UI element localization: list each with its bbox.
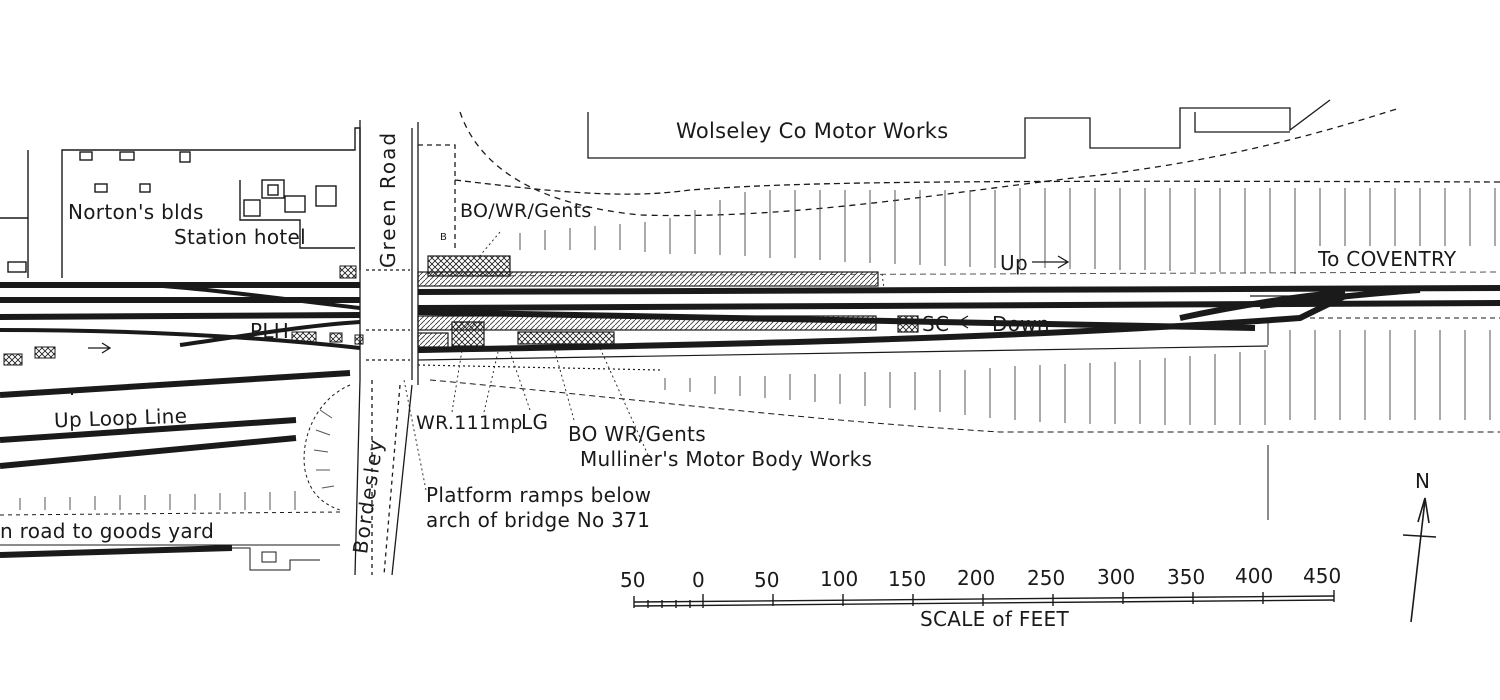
scale-tick-label: 300	[1097, 565, 1136, 589]
station-hotel-label: Station hotel	[174, 225, 306, 249]
junction-curves	[0, 283, 361, 395]
to-coventry-label: To COVENTRY	[1318, 247, 1457, 271]
plh-label: PLH	[250, 319, 290, 343]
platforms	[417, 255, 919, 348]
scale-tick-label: 50	[754, 568, 780, 592]
signal-boxes-west	[3, 265, 364, 366]
south-embankment	[429, 317, 1500, 520]
north-embankment	[429, 188, 1500, 277]
scale-caption: SCALE of FEET	[920, 607, 1070, 631]
scale-tick-label: 400	[1235, 564, 1274, 588]
thin-rails	[417, 295, 1330, 371]
platform-ramps-label-line2: arch of bridge No 371	[426, 508, 651, 532]
scale-bar	[633, 590, 1335, 608]
down-line-label: Down	[992, 312, 1050, 336]
up-loop-line-label: Up Loop Line	[53, 403, 188, 433]
scale-tick-label: 450	[1303, 564, 1342, 588]
scale-tick-label: 150	[888, 567, 927, 591]
scale-tick-label: 0	[692, 568, 705, 592]
leader-lines	[403, 231, 885, 491]
platform-ramps-label-line1: Platform ramps below	[426, 483, 652, 507]
bo-wr-gents-up-label: BO/WR/Gents	[460, 200, 592, 222]
mulliners-works-label: Mulliner's Motor Body Works	[580, 447, 873, 471]
scale-tick-label: 200	[957, 566, 996, 590]
west-slope	[0, 384, 351, 571]
wolseley-works-outline	[454, 99, 1500, 217]
up-arrow-icon	[1032, 255, 1070, 269]
wr-imp-label: WR.111mp	[416, 412, 523, 434]
green-road-bridge	[354, 120, 456, 576]
north-arrow-icon	[1402, 497, 1437, 623]
goods-road-label: n road to goods yard	[0, 519, 215, 543]
north-label: N	[1415, 469, 1431, 493]
scale-tick-label: 250	[1027, 566, 1066, 590]
scale-tick-label: 100	[820, 567, 859, 591]
right-arrow-icon	[88, 342, 112, 354]
down-arrow-icon	[956, 315, 988, 329]
green-road-label: Green Road	[376, 130, 400, 268]
nortons-buildings-label: Norton's blds	[68, 200, 204, 224]
signal-cabin-label: SC	[922, 312, 950, 336]
bo-wr-gents-down-label: BO WR/Gents	[568, 422, 706, 446]
scale-tick-label: 350	[1167, 565, 1206, 589]
svg-text:B: B	[440, 232, 447, 243]
scale-tick-label: 50	[620, 568, 646, 592]
wolseley-works-label: Wolseley Co Motor Works	[676, 119, 949, 143]
lamp-gas-label: LG	[521, 410, 549, 434]
up-line-label: Up	[1000, 251, 1028, 275]
